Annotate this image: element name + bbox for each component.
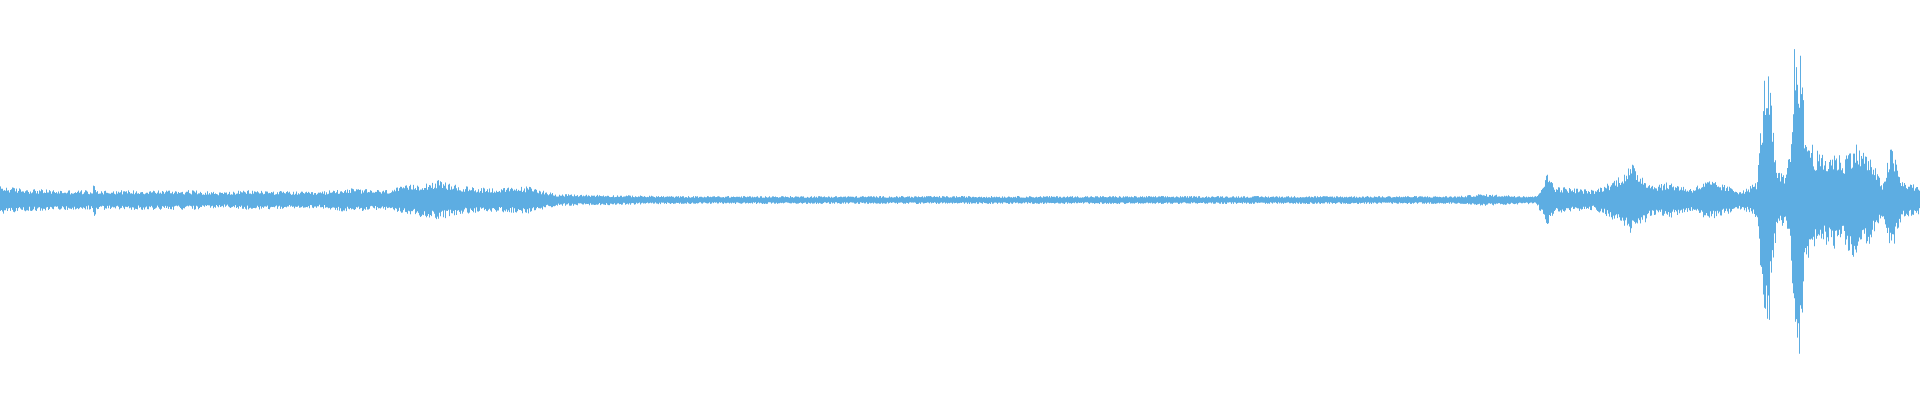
- waveform-series: [0, 49, 1920, 354]
- waveform-path: [0, 49, 1920, 354]
